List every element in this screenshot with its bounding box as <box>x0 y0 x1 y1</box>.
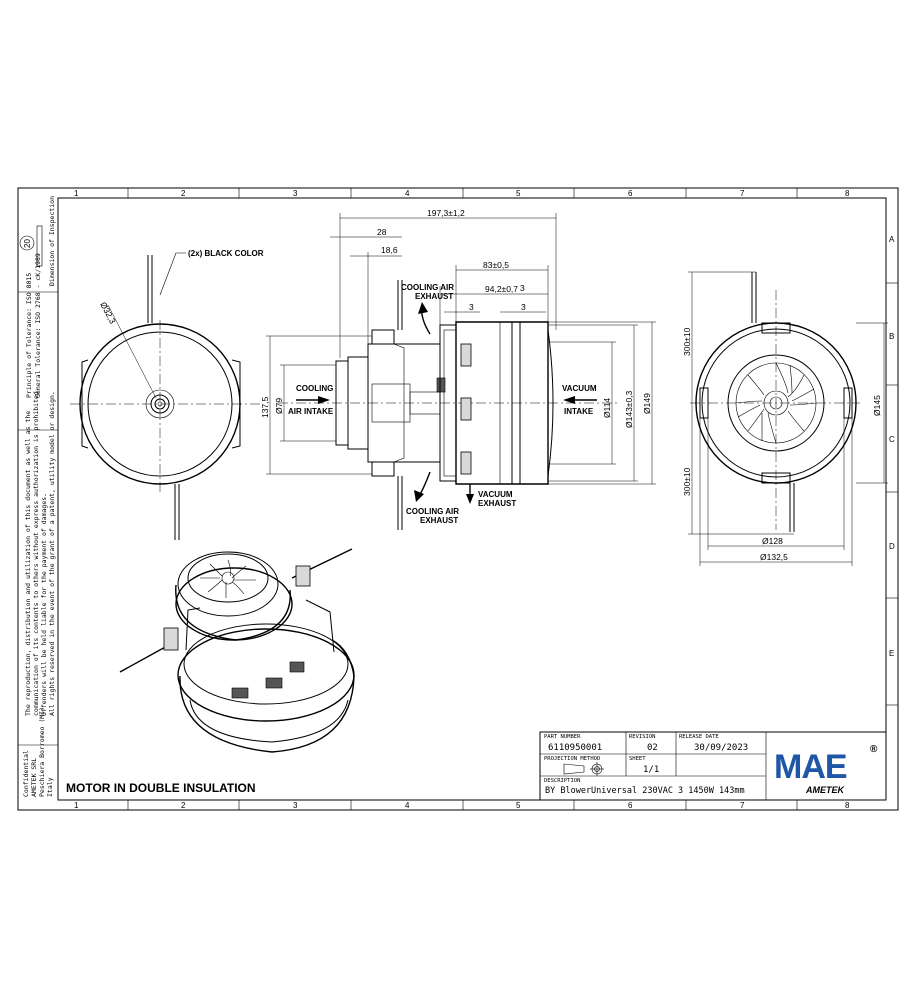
dim-3-b: 3 <box>469 302 474 312</box>
row-label: C <box>889 435 895 444</box>
vacuum-intake-label: VACUUM INTAKE <box>562 384 599 416</box>
company-line: Confidential <box>22 750 30 797</box>
drawing-frame: 1 2 3 4 5 6 7 8 1 2 3 4 5 6 7 8 A B C D … <box>17 187 899 811</box>
dim-dia-145: Ø145 <box>872 395 882 416</box>
column-label: 8 <box>845 189 850 198</box>
confidential-line: communication of its contents to others … <box>32 387 40 716</box>
dim-dia-132: Ø132,5 <box>760 552 788 562</box>
dim-dia-114: Ø114 <box>602 398 612 418</box>
registered-mark: ® <box>870 744 878 755</box>
projection-label: PROJECTION METHOD <box>544 756 600 762</box>
column-label: 2 <box>181 801 186 810</box>
side-view: 197,3±1,2 28 18,6 83±0,5 94,2±0,7 3 3 3 … <box>260 208 656 530</box>
row-label: A <box>889 235 895 244</box>
row-label: D <box>889 542 895 551</box>
inspection-code: 20 <box>23 239 32 248</box>
column-label: 2 <box>181 189 186 198</box>
column-label: 4 <box>405 801 410 810</box>
projection-symbol <box>563 762 604 776</box>
column-label: 7 <box>740 189 745 198</box>
dim-137: 137,5 <box>260 396 270 418</box>
dim-18-6: 18,6 <box>381 245 398 255</box>
column-label: 6 <box>628 189 633 198</box>
dim-overall-length: 197,3±1,2 <box>427 208 465 218</box>
sheet-label: SHEET <box>629 756 646 762</box>
column-label: 6 <box>628 801 633 810</box>
double-insulation-note: MOTOR IN DOUBLE INSULATION <box>66 781 256 795</box>
cooling-exhaust-top: COOLING AIR EXHAUST <box>401 283 456 301</box>
tolerance-line-2: General Tolerance: ISO 2768 - cK/1989 <box>34 253 42 398</box>
company-line: Peschiera Borromeo (MI) <box>38 707 46 797</box>
row-label: E <box>889 649 894 658</box>
description: BY BlowerUniversal 230VAC 3 1450W 143mm <box>545 786 745 796</box>
column-label: 7 <box>740 801 745 810</box>
dim-3-c: 3 <box>521 302 526 312</box>
column-label: 1 <box>74 189 79 198</box>
isometric-view <box>119 548 355 753</box>
dim-lead-top: 300±10 <box>682 327 692 356</box>
rear-view: 300±10 300±10 Ø145 Ø128 Ø132,5 <box>682 271 888 566</box>
black-color-note: (2x) BLACK COLOR <box>188 249 264 258</box>
dim-dia-143: Ø143±0,3 <box>624 390 634 428</box>
company-line: Italy <box>46 777 54 797</box>
front-view: Ø32,3 (2x) BLACK COLOR <box>70 249 264 540</box>
revision-label: REVISION <box>629 734 656 740</box>
column-label: 5 <box>516 801 521 810</box>
dim-dia-32: Ø32,3 <box>98 300 118 325</box>
confidential-line: All rights reserved in the event of the … <box>48 391 56 716</box>
inspection-label: Dimension of Inspection <box>48 196 56 286</box>
title-block: PART NUMBER 6110950001 REVISION 02 RELEA… <box>539 731 887 801</box>
column-label: 5 <box>516 189 521 198</box>
company-line: AMETEK SRL <box>30 758 38 797</box>
dim-28: 28 <box>377 227 387 237</box>
column-label: 8 <box>845 801 850 810</box>
dim-83: 83±0,5 <box>483 260 509 270</box>
revision: 02 <box>647 743 658 753</box>
part-number: 6110950001 <box>548 743 602 753</box>
mae-logo: MAE <box>774 748 847 786</box>
dim-dia-79: Ø79 <box>274 398 284 414</box>
column-label: 3 <box>293 801 298 810</box>
dim-dia-149: Ø149 <box>642 393 652 414</box>
vacuum-exhaust-label: VACUUM EXHAUST <box>478 490 516 508</box>
sheet: 1/1 <box>643 765 659 775</box>
cooling-intake-label: COOLING AIR INTAKE <box>288 384 336 416</box>
row-label: B <box>889 332 894 341</box>
column-label: 4 <box>405 189 410 198</box>
left-margin: 20 Dimension of Inspection Principle of … <box>19 196 56 797</box>
dim-94: 94,2±0,7 <box>485 284 518 294</box>
dim-3-a: 3 <box>520 283 525 293</box>
description-label: DESCRIPTION <box>544 778 580 784</box>
confidential-line: Offenders will be held liable for the pa… <box>40 493 48 716</box>
column-label: 3 <box>293 189 298 198</box>
column-label: 1 <box>74 801 79 810</box>
cooling-exhaust-bottom: COOLING AIR EXHAUST <box>406 507 461 525</box>
dim-lead-bottom: 300±10 <box>682 467 692 496</box>
tolerance-line-1: Principle of Tolerance: ISO 8015 <box>25 273 33 398</box>
release-date: 30/09/2023 <box>694 743 748 753</box>
release-date-label: RELEASE DATE <box>679 734 719 740</box>
ametek-brand: AMETEK <box>805 785 846 795</box>
confidential-line: The reproduction, distribution and utili… <box>24 411 32 716</box>
dim-dia-128: Ø128 <box>762 536 783 546</box>
part-number-label: PART NUMBER <box>544 734 581 740</box>
